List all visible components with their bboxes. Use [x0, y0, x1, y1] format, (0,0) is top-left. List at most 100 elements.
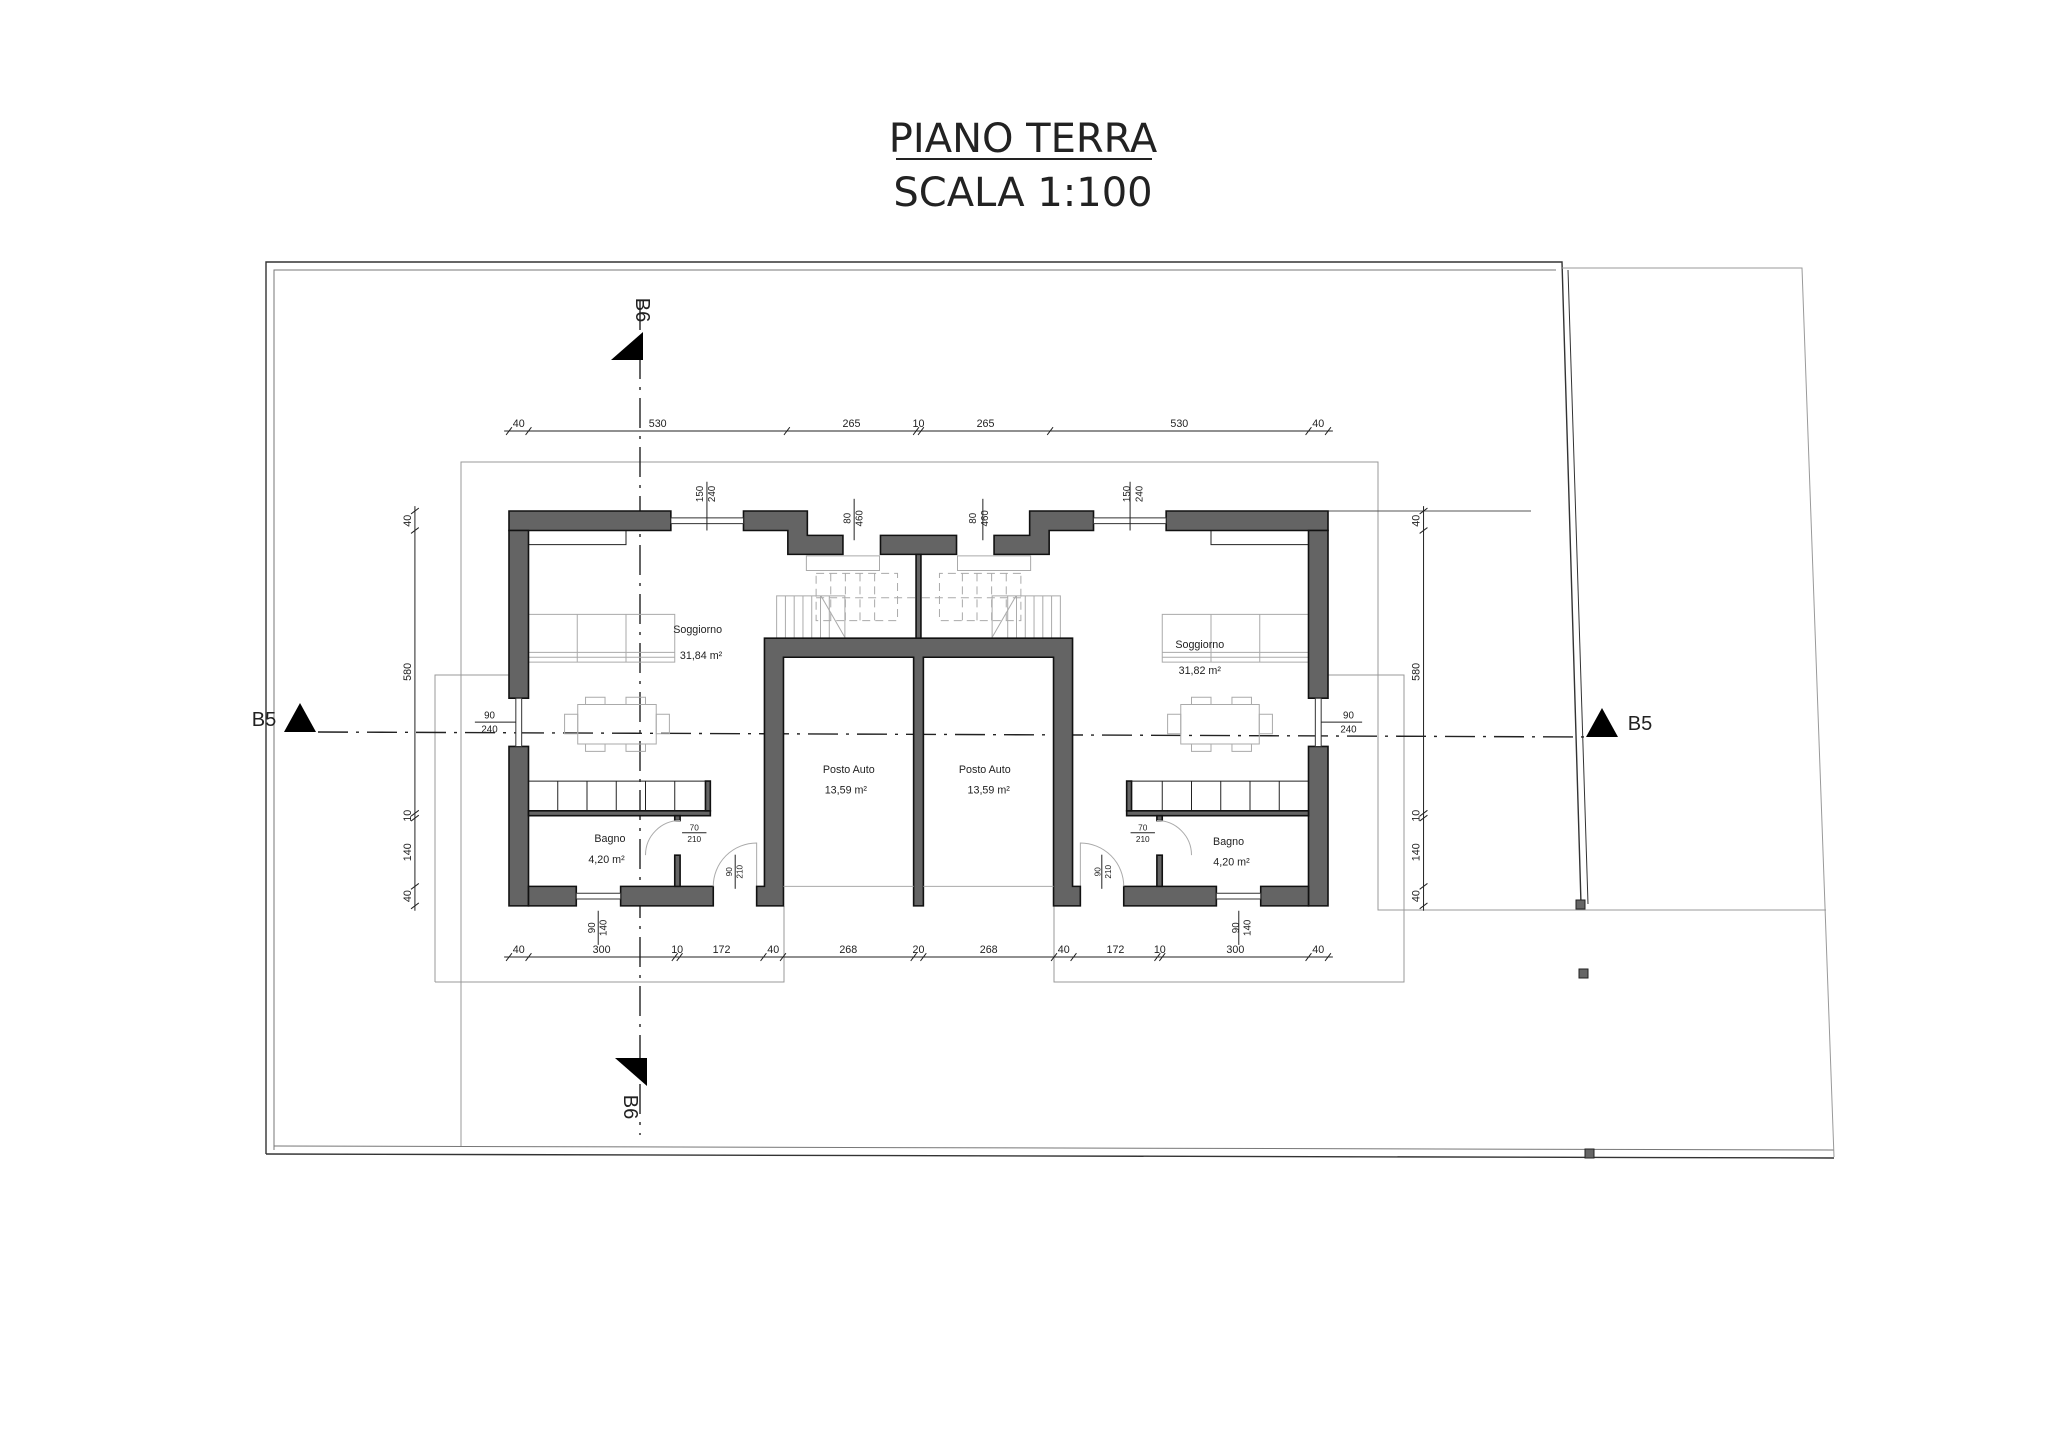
- dimension-value: 172: [713, 944, 731, 956]
- dimension-value: 20: [913, 944, 925, 956]
- dimension-tick: [1420, 810, 1428, 816]
- window-width: 90: [1231, 922, 1242, 933]
- door-width: 90: [725, 867, 734, 877]
- dimension-tick: [1420, 815, 1428, 821]
- plan-title: PIANO TERRA: [889, 116, 1158, 162]
- room-area: 4,20 m²: [1213, 856, 1250, 868]
- boundary-post: [1578, 968, 1589, 979]
- window-width: 90: [587, 922, 598, 933]
- dimension-tick: [911, 953, 917, 961]
- dimension-value: 580: [1411, 663, 1423, 681]
- section-label-b6-top: B6: [631, 298, 653, 322]
- boundary-post: [1584, 1148, 1595, 1159]
- dimension-tick: [526, 953, 532, 961]
- window-height: 240: [481, 724, 498, 735]
- door-height: 210: [1104, 864, 1113, 878]
- window-height: 240: [707, 485, 718, 502]
- dimension-tick: [1420, 903, 1428, 909]
- room-name: Posto Auto: [959, 764, 1011, 776]
- dimension-value: 265: [843, 418, 861, 430]
- room-area: 31,84 m²: [680, 650, 723, 662]
- dimension-value: 265: [977, 418, 995, 430]
- dimension-tick: [1159, 953, 1165, 961]
- dimension-tick: [780, 953, 786, 961]
- opening-width: 80: [842, 512, 853, 523]
- dimension-tick: [677, 953, 683, 961]
- dimension-value: 40: [402, 890, 414, 902]
- dimension-tick: [1306, 953, 1312, 961]
- dimension-tick: [920, 953, 926, 961]
- dimension-tick: [411, 883, 419, 889]
- window-width: 150: [695, 485, 706, 502]
- dimension-tick: [913, 427, 919, 435]
- section-label-b5-left: B5: [252, 709, 276, 731]
- dimension-tick: [411, 815, 419, 821]
- section-marker-b5-right: [1586, 708, 1618, 737]
- dimension-tick: [1325, 953, 1331, 961]
- room-name: Bagno: [1213, 836, 1244, 848]
- dimension-tick: [411, 903, 419, 909]
- room-area: 4,20 m²: [588, 854, 625, 866]
- dimension-tick: [506, 427, 512, 435]
- section-label-b6-bottom: B6: [619, 1095, 641, 1119]
- dimension-value: 40: [1411, 515, 1423, 527]
- room-name: Posto Auto: [823, 764, 875, 776]
- dimension-value: 40: [1312, 944, 1324, 956]
- dimension-value: 40: [402, 515, 414, 527]
- dimension-tick: [411, 528, 419, 534]
- window-width: 150: [1122, 485, 1133, 502]
- window-height: 240: [1340, 724, 1357, 735]
- dimension-value: 300: [593, 944, 611, 956]
- opening-width: 80: [968, 512, 979, 523]
- dimension-tick: [1051, 953, 1057, 961]
- dimension-value: 530: [1170, 418, 1188, 430]
- right-unit: [920, 481, 1363, 946]
- dimension-tick: [1071, 953, 1077, 961]
- door-width: 90: [1093, 867, 1102, 877]
- window-height: 240: [1134, 485, 1145, 502]
- door-height: 210: [1136, 835, 1150, 844]
- room-area: 31,82 m²: [1179, 665, 1222, 677]
- dimension-tick: [1306, 427, 1312, 435]
- lot-boundary: [265, 261, 1835, 1159]
- opening-height: 460: [980, 510, 991, 527]
- door-width: 70: [1138, 823, 1148, 832]
- dimension-value: 10: [1154, 944, 1166, 956]
- room-name: Soggiorno: [673, 624, 722, 636]
- dimension-chains: 40 530 265 10 265 530 40 40 300 10 172 40 268 20 268 40…: [402, 418, 1427, 961]
- dimension-value: 10: [671, 944, 683, 956]
- door-width: 70: [690, 823, 700, 832]
- dimension-value: 300: [1226, 944, 1244, 956]
- dimension-tick: [526, 427, 532, 435]
- dimension-tick: [784, 427, 790, 435]
- wall: [916, 554, 921, 638]
- dimension-tick: [411, 810, 419, 816]
- dimension-value: 172: [1107, 944, 1125, 956]
- wall: [880, 535, 956, 554]
- dimension-tick: [918, 427, 924, 435]
- dimension-tick: [672, 953, 678, 961]
- dimension-value: 530: [649, 418, 667, 430]
- dimension-value: 268: [839, 944, 857, 956]
- dimension-value: 268: [980, 944, 998, 956]
- section-marker-b5-left: [284, 703, 316, 732]
- dimension-value: 10: [913, 418, 925, 430]
- dimension-value: 40: [513, 418, 525, 430]
- window-width: 90: [1343, 711, 1354, 722]
- door-height: 210: [687, 835, 701, 844]
- dimension-tick: [411, 508, 419, 514]
- door-height: 210: [736, 864, 745, 878]
- section-label-b5-right: B5: [1628, 713, 1652, 735]
- window-height: 140: [599, 919, 610, 936]
- section-line-b5: [317, 731, 1591, 738]
- dimension-value: 40: [1058, 944, 1070, 956]
- garage-walls: [757, 638, 1081, 906]
- dimension-value: 580: [402, 663, 414, 681]
- room-area: 13,59 m²: [968, 785, 1011, 797]
- plan-scale: SCALA 1:100: [893, 170, 1152, 216]
- dimension-tick: [506, 953, 512, 961]
- window-width: 90: [484, 711, 495, 722]
